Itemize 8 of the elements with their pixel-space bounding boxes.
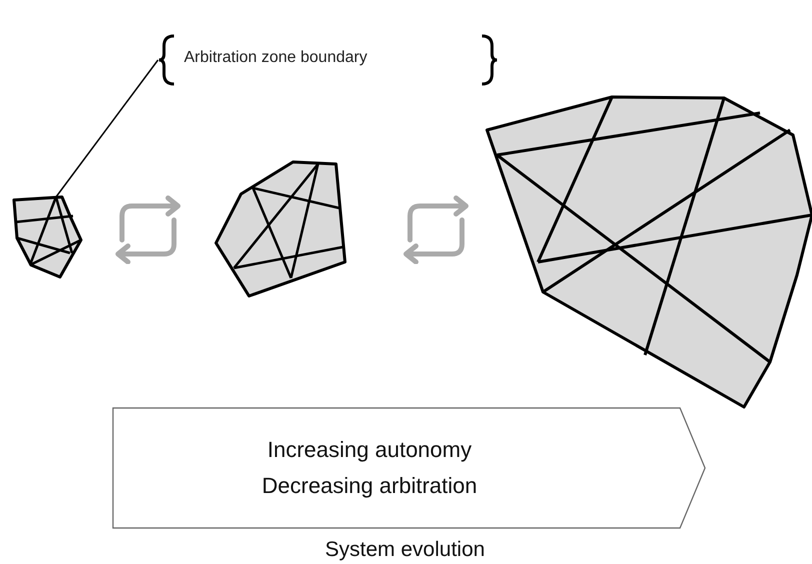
arrow-text: Decreasing arbitration bbox=[262, 472, 478, 500]
zone-polygon bbox=[484, 94, 812, 410]
zone-polygon bbox=[213, 160, 349, 299]
arrow-text: Increasing autonomy bbox=[267, 436, 472, 464]
zone-label: Arbitration zone boundary bbox=[184, 48, 368, 68]
caption: System evolution bbox=[324, 538, 486, 562]
zone-polygon bbox=[10, 194, 84, 280]
leader-line bbox=[55, 60, 159, 198]
